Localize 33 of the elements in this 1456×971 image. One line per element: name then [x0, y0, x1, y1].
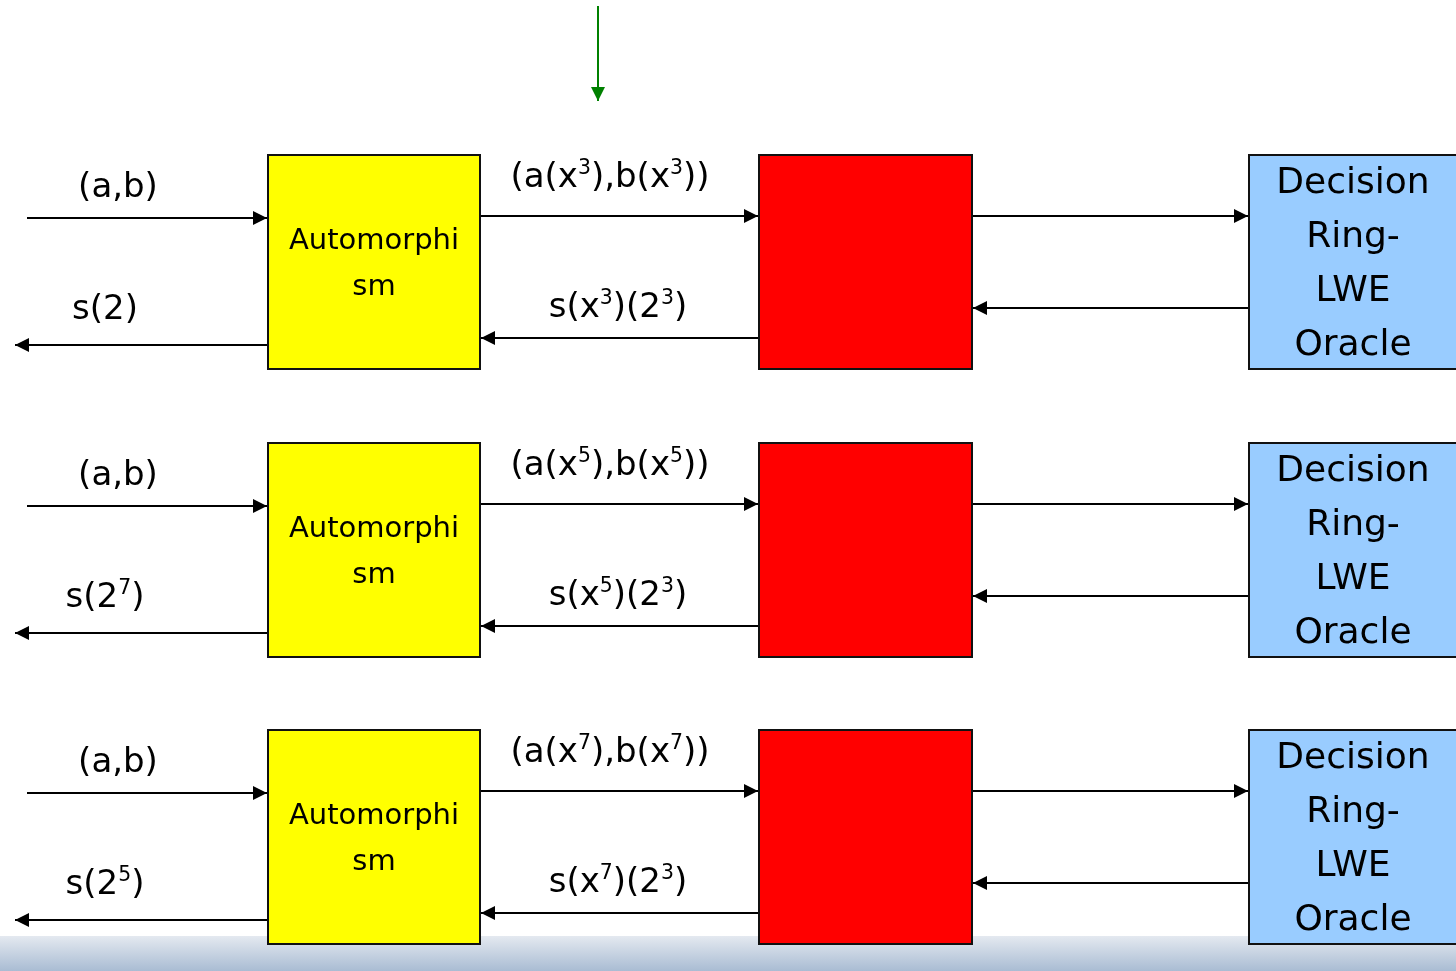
arrow — [972, 876, 1249, 890]
process-box — [758, 442, 973, 658]
arrow — [480, 331, 759, 345]
arrow — [14, 913, 268, 927]
arrow — [480, 497, 759, 511]
arrow — [480, 619, 759, 633]
process-box — [267, 442, 481, 658]
arrow — [480, 209, 759, 223]
arrow — [480, 784, 759, 798]
arrow — [26, 786, 268, 800]
box-label: Automorphi sm — [287, 795, 461, 879]
oracle-box — [1248, 154, 1456, 370]
box-label: Decision Ring- LWE Oracle — [1275, 447, 1431, 653]
arrow — [26, 211, 268, 225]
box-label: Automorphi sm — [287, 220, 461, 304]
arrow — [14, 338, 268, 352]
box-label: Decision Ring- LWE Oracle — [1275, 734, 1431, 940]
arrow — [972, 497, 1249, 511]
arrow — [972, 301, 1249, 315]
process-box — [758, 154, 973, 370]
process-box — [267, 154, 481, 370]
arrow — [972, 589, 1249, 603]
box-label: Decision Ring- LWE Oracle — [1275, 159, 1431, 365]
arrow — [972, 209, 1249, 223]
arrow — [972, 784, 1249, 798]
process-box — [758, 729, 973, 945]
arrow — [26, 499, 268, 513]
arrow — [14, 626, 268, 640]
box-label: Automorphi sm — [287, 508, 461, 592]
oracle-box — [1248, 729, 1456, 945]
arrow — [480, 906, 759, 920]
oracle-box — [1248, 442, 1456, 658]
process-box — [267, 729, 481, 945]
